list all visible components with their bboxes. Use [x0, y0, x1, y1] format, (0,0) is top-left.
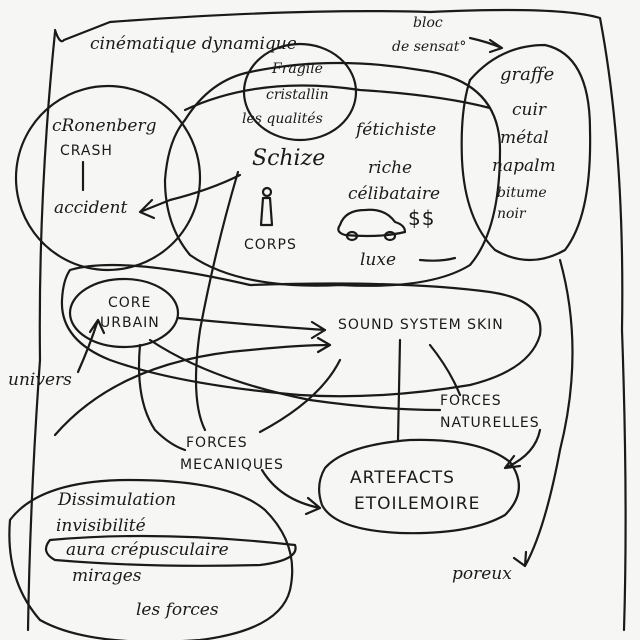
dissimulation-bubble [8, 478, 294, 640]
arrow-sensat-to-materials [468, 36, 504, 54]
arrow-core-to-sound [176, 316, 327, 340]
label-accident: accident [54, 198, 128, 218]
car-wheel-back [383, 230, 397, 242]
label-riche: riche [368, 158, 413, 178]
note-sensation: de sensat° [392, 39, 467, 55]
label-etoilemoire: ETOILEMOIRE [354, 494, 481, 514]
label-forces-nat-2: NATURELLES [440, 415, 540, 431]
label-forces-meca-1: FORCES [186, 435, 248, 451]
label-corps: CORPS [244, 237, 297, 253]
title-cinematique: cinématique dynamique [90, 34, 297, 54]
corps-figure-body [259, 196, 274, 227]
line-sound-to-naturelles [428, 343, 462, 397]
label-schize: Schize [252, 146, 326, 171]
label-fetichiste: fétichiste [356, 120, 437, 140]
line-luxe-right [418, 256, 457, 262]
artefacts-bubble [318, 438, 520, 535]
sound-blob [60, 263, 542, 398]
central-blob [163, 61, 502, 287]
label-money: $$ [408, 206, 436, 230]
outer-frame-left [26, 30, 57, 632]
cronenberg-bubble [14, 84, 202, 272]
label-luxe: luxe [360, 250, 397, 270]
arrow-naturelles-to-artefacts [503, 428, 542, 470]
materials-bubble [460, 43, 592, 261]
label-fragile: Fragile [272, 61, 323, 77]
label-poreux: poreux [452, 564, 512, 584]
label-mirages: mirages [72, 566, 142, 586]
label-artefacts: ARTEFACTS [350, 468, 455, 488]
label-cristallin: cristallin [266, 87, 329, 103]
note-bloc: bloc [413, 15, 443, 31]
label-cronenberg: cRonenberg [52, 116, 157, 136]
core-bubble [68, 277, 180, 349]
label-dissimulation: Dissimulation [58, 490, 177, 510]
line-sound-to-artefacts [396, 338, 402, 442]
label-metal: métal [500, 128, 549, 148]
line-core-to-naturelles [148, 338, 442, 412]
label-forces-meca-2: MECANIQUES [180, 457, 284, 473]
label-napalm: napalm [492, 156, 556, 176]
label-celibataire: célibataire [348, 184, 441, 204]
label-univers: univers [8, 370, 72, 390]
label-aura: aura crépusculaire [66, 540, 229, 560]
label-cuir: cuir [512, 100, 547, 120]
label-forces-nat-1: FORCES [440, 393, 502, 409]
label-core: CORE [108, 295, 152, 311]
arrow-materials-to-poreux [512, 258, 574, 568]
arrow-cronenberg-to-materials [183, 84, 492, 112]
arrow-schize-to-accident [138, 173, 242, 220]
car-wheel-front [345, 230, 359, 242]
label-bitume: bitume [497, 185, 547, 201]
label-crash: CRASH [60, 143, 113, 159]
line-sound-to-mecaniques [258, 358, 342, 434]
arrow-univers-to-core [76, 318, 106, 374]
label-noir: noir [497, 206, 526, 222]
line-core-down [137, 343, 187, 452]
label-graffe: graffe [500, 64, 555, 85]
label-les-forces: les forces [136, 600, 219, 620]
corps-figure-head [261, 186, 273, 198]
arrow-sound-from-left [53, 336, 332, 437]
label-invisibilite: invisibilité [56, 516, 146, 536]
arrow-mecaniques-to-artefacts [260, 468, 322, 516]
line-schize-down [194, 170, 240, 432]
label-sound-system-skin: SOUND SYSTEM SKIN [338, 317, 504, 333]
label-qualites: les qualités [242, 111, 323, 127]
outer-frame [53, 8, 627, 632]
car-doodle [337, 208, 407, 238]
aura-oval [44, 534, 297, 567]
label-urbain: URBAIN [100, 315, 160, 331]
